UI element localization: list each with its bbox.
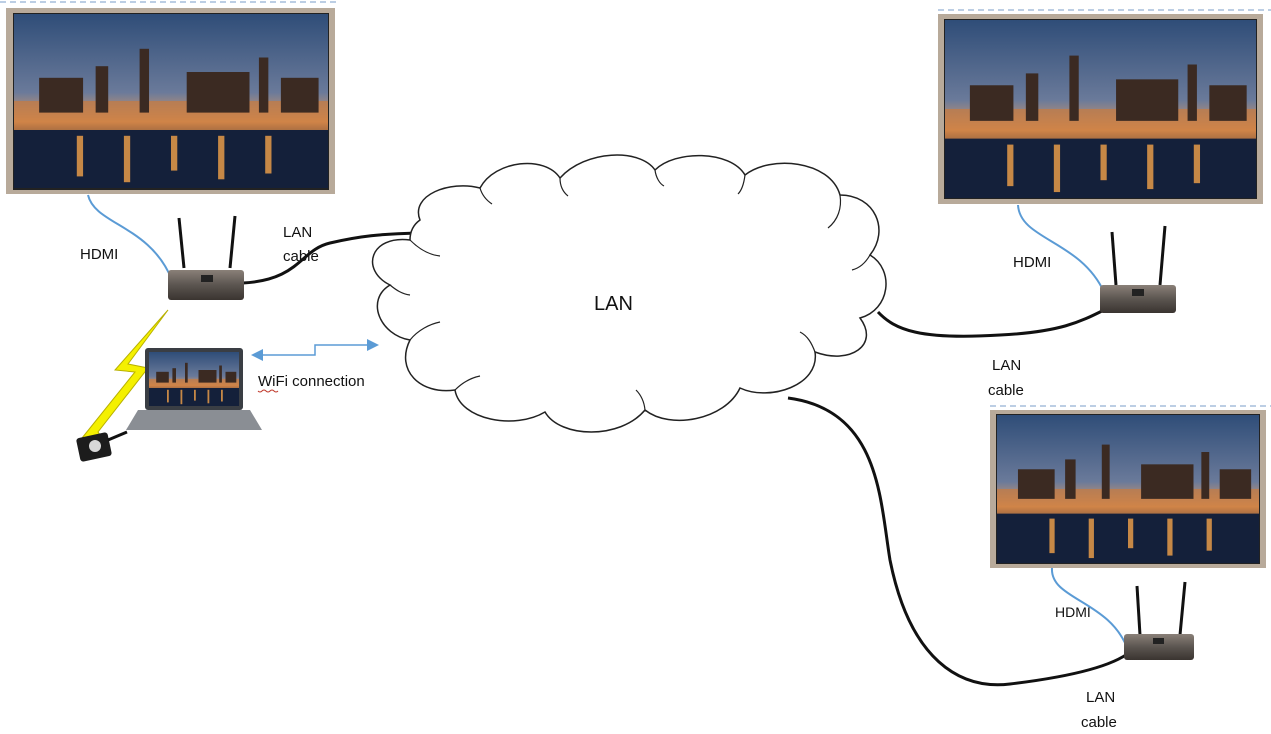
network-cloud: LAN xyxy=(371,154,887,433)
spellcheck-underline xyxy=(257,389,279,393)
tv-top-right xyxy=(938,14,1263,204)
tv-screen-image xyxy=(997,415,1259,563)
tv-screen-image xyxy=(945,20,1256,198)
lan-cable-label-right-line2: cable xyxy=(988,382,1024,399)
hdmi-cable-bottom-right xyxy=(1050,567,1129,651)
lan-cable-label-top-left-line1: LAN xyxy=(283,224,312,241)
lan-cable-label-bottom-line1: LAN xyxy=(1086,689,1115,706)
tv-bottom-right xyxy=(990,410,1266,568)
wifi-connection-arrow xyxy=(251,339,379,361)
lan-cable-top-left xyxy=(242,231,419,285)
hdmi-label-bottom-right: HDMI xyxy=(1055,604,1091,620)
laptop xyxy=(126,348,262,430)
dongle xyxy=(76,430,128,462)
lan-cable-bottom xyxy=(787,396,1131,687)
lan-cable-label-top-left-line2: cable xyxy=(283,248,319,265)
tv-screen-image xyxy=(14,14,328,188)
lan-cable-label-bottom-line2: cable xyxy=(1081,714,1117,731)
hdmi-label-top-left: HDMI xyxy=(80,246,118,263)
hdmi-label-top-right: HDMI xyxy=(1013,254,1051,271)
receiver-body xyxy=(168,270,244,300)
tv-top-left xyxy=(6,8,335,194)
wifi-connection-label: WiFi connection xyxy=(258,373,365,390)
hdmi-cable-top-left xyxy=(87,194,173,281)
lan-cable-label-right-line1: LAN xyxy=(992,357,1021,374)
cloud-label: LAN xyxy=(594,293,633,315)
receiver-top-left xyxy=(168,215,244,300)
receiver-bottom-right xyxy=(1124,581,1194,660)
receiver-body xyxy=(1100,285,1176,313)
receiver-top-right xyxy=(1100,225,1176,313)
lan-cable-right xyxy=(876,308,1105,338)
laptop-screen-image xyxy=(149,352,239,406)
receiver-body xyxy=(1124,634,1194,660)
hdmi-cable-top-right xyxy=(1017,204,1105,293)
